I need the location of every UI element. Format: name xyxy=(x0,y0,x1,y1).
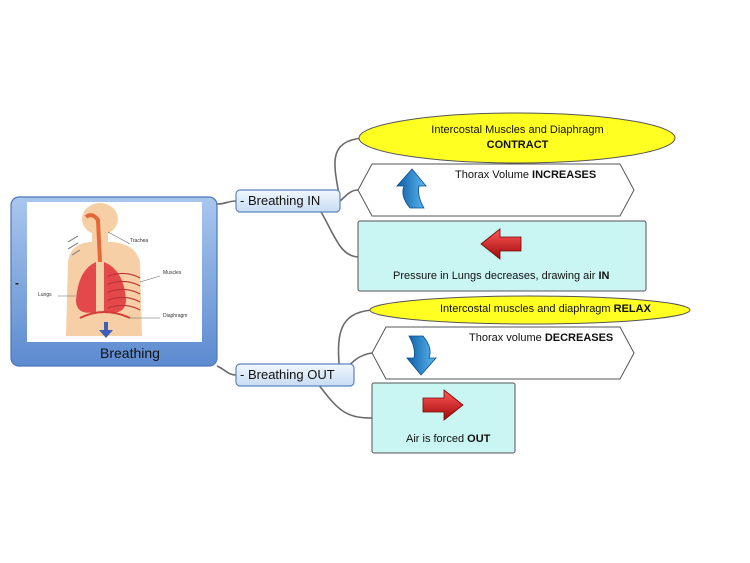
topic-increases-hexagon[interactable] xyxy=(357,163,635,217)
topic-contract-text: Intercostal Muscles and Diaphragm CONTRA… xyxy=(410,123,625,153)
left-arrow-icon xyxy=(480,228,522,260)
down-arrow-icon xyxy=(406,335,437,376)
topic-pressure-box[interactable] xyxy=(357,220,647,292)
topic-pressure-bold: IN xyxy=(598,270,610,282)
illustration-label-muscles: Muscles xyxy=(163,270,182,276)
left-lung-shape xyxy=(76,262,96,313)
topic-pressure-text: Pressure in Lungs decreases, drawing air… xyxy=(393,270,609,282)
illustration-label-lungs: Lungs xyxy=(38,292,52,298)
topic-out-bold: OUT xyxy=(467,433,491,445)
diaphragm-shape xyxy=(79,311,131,319)
illustration-label-trachea: Trachea xyxy=(130,238,149,244)
branch-out-collapse-button[interactable]: - xyxy=(240,367,245,382)
branch-out-label[interactable]: - Breathing OUT xyxy=(240,367,335,382)
topic-out-box[interactable] xyxy=(371,382,516,454)
connector-in-to-pressure xyxy=(319,209,359,258)
illustration-label-diaphragm: Diaphragm xyxy=(163,313,188,319)
branch-out-text: Breathing OUT xyxy=(247,367,335,382)
topic-decreases-line: Thorax volume xyxy=(469,332,545,344)
downward-arrow-icon xyxy=(99,322,113,338)
topic-contract-bold: CONTRACT xyxy=(486,139,549,151)
branch-in-collapse-button[interactable]: - xyxy=(240,193,245,208)
connector-out-to-out xyxy=(317,383,373,419)
topic-contract-ellipse[interactable] xyxy=(358,112,676,164)
central-topic-title: Breathing xyxy=(100,345,160,361)
up-arrow-icon xyxy=(396,168,427,209)
ribs-shape xyxy=(107,272,141,311)
topic-increases-bold: INCREASES xyxy=(532,169,597,181)
topic-relax-bold: RELAX xyxy=(613,303,651,315)
connector-in-to-increases xyxy=(339,189,359,202)
right-arrow-icon xyxy=(422,389,464,421)
branch-in-text: Breathing IN xyxy=(247,193,321,208)
topic-contract-line: Intercostal Muscles and Diaphragm xyxy=(431,124,604,136)
topic-decreases-text: Thorax volume DECREASES xyxy=(469,332,613,344)
topic-increases-text: Thorax Volume INCREASES xyxy=(455,169,596,181)
central-collapse-button[interactable]: - xyxy=(15,276,19,290)
connector-central-to-out xyxy=(216,365,237,376)
topic-decreases-bold: DECREASES xyxy=(544,332,614,344)
head-shape xyxy=(82,203,118,235)
topic-relax-line: Intercostal muscles and diaphragm xyxy=(440,303,614,315)
topic-out-text: Air is forced OUT xyxy=(406,433,490,445)
airway-shape xyxy=(84,213,102,263)
topic-decreases-hexagon[interactable] xyxy=(371,326,635,380)
topic-increases-line: Thorax Volume xyxy=(455,169,533,181)
connector-central-to-in xyxy=(216,200,237,205)
branch-in-label[interactable]: - Breathing IN xyxy=(240,193,320,208)
topic-pressure-line: Pressure in Lungs decreases, drawing air xyxy=(393,270,599,282)
topic-relax-ellipse[interactable] xyxy=(369,295,691,325)
branch-out-box[interactable] xyxy=(235,363,355,387)
airflow-lines xyxy=(67,235,81,256)
topic-relax-text: Intercostal muscles and diaphragm RELAX xyxy=(440,303,651,315)
branch-in-box[interactable] xyxy=(235,189,341,213)
breathing-illustration xyxy=(58,203,161,338)
topic-out-line: Air is forced xyxy=(406,433,468,445)
